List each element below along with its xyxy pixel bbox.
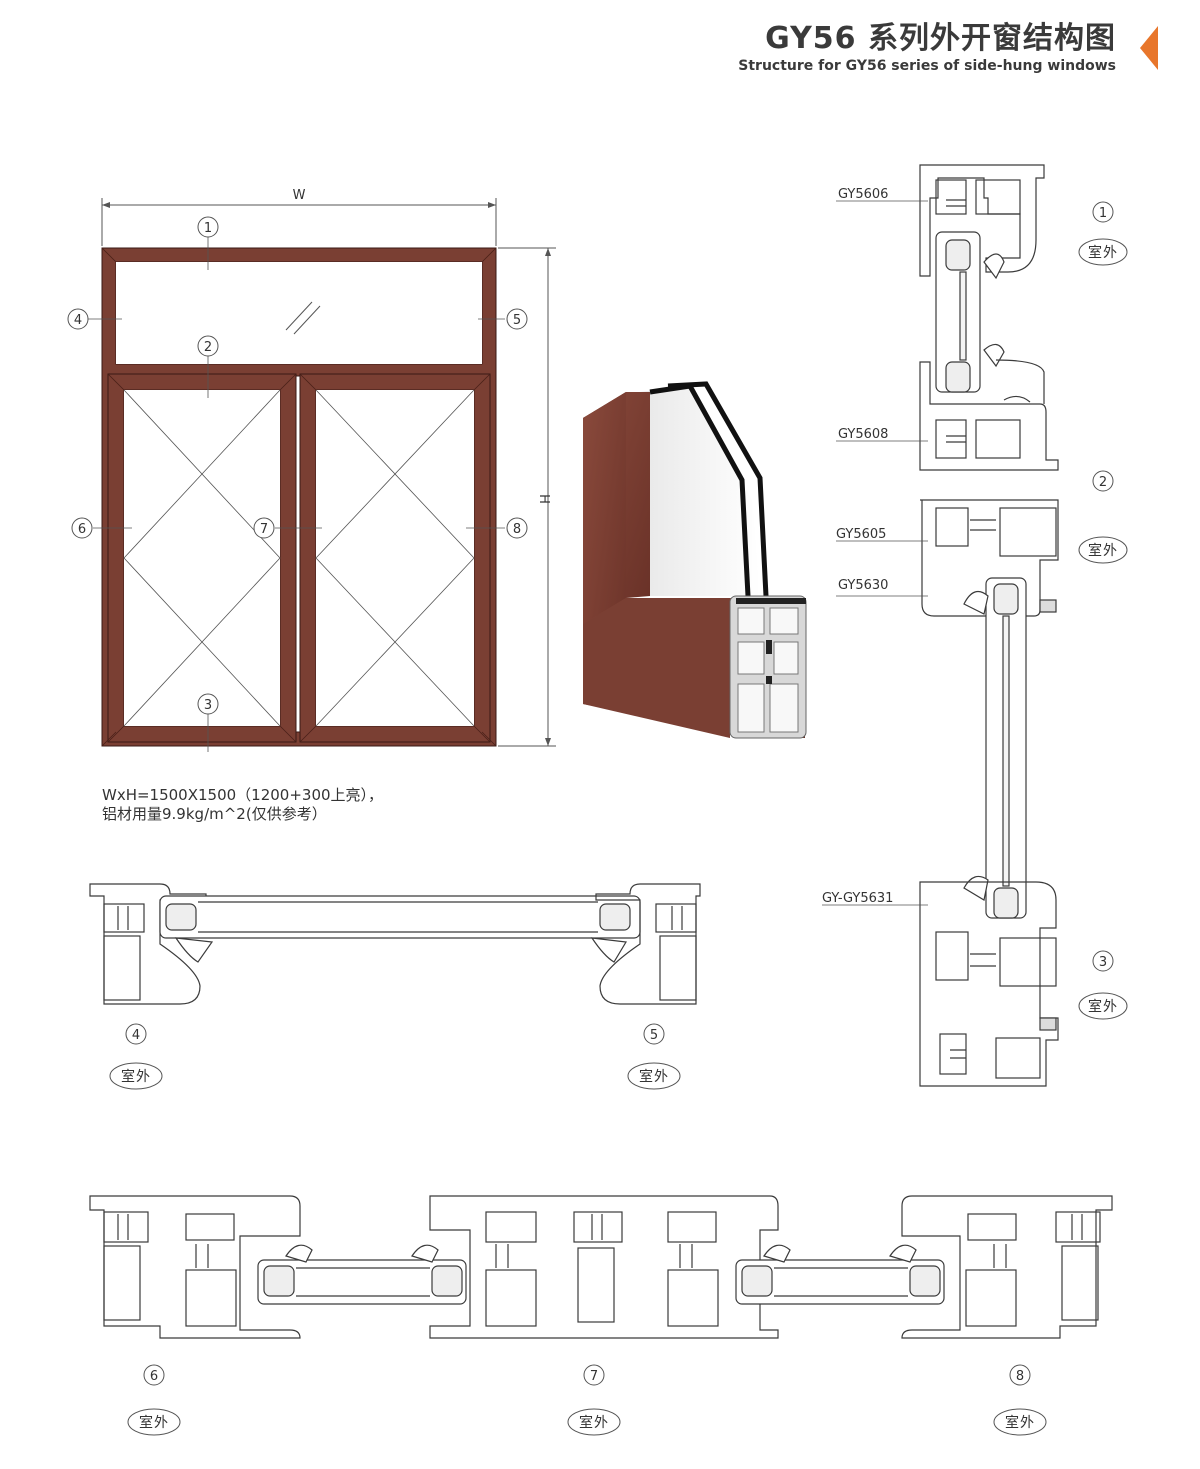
- horizontal-section-top-labels: 4 5 室外 室外: [109, 1023, 681, 1090]
- vsec-callout-3: 3: [1099, 955, 1107, 970]
- profile-3d-render: [583, 381, 807, 739]
- horizontal-section-top: [89, 883, 701, 1005]
- vertical-section-labels: GY5606 GY5608 GY5605 GY5630 GY-GY5631 1 …: [822, 187, 1128, 1020]
- elev-callout-8: 8: [513, 522, 521, 537]
- horizontal-section-bottom-labels: 6 7 8 室外 室外 室外: [127, 1364, 1047, 1436]
- elev-callout-7: 7: [260, 522, 268, 537]
- elev-callout-2: 2: [204, 340, 212, 355]
- width-label: W: [293, 188, 306, 203]
- hsec-bot-outside-6: 室外: [139, 1414, 169, 1431]
- vertical-section: [919, 164, 1059, 1087]
- spec-note-line2: 铝材用量9.9kg/m^2(仅供参考）: [102, 805, 327, 823]
- spec-note-line1: WxH=1500X1500（1200+300上亮），: [102, 786, 384, 804]
- elev-callout-5: 5: [513, 313, 521, 328]
- spec-note: WxH=1500X1500（1200+300上亮）， 铝材用量9.9kg/m^2…: [102, 786, 383, 824]
- hsec-bot-callout-7: 7: [590, 1369, 598, 1384]
- horizontal-section-bottom: [89, 1195, 1113, 1339]
- title-chinese: GY56 系列外开窗结构图: [765, 21, 1116, 56]
- hsec-top-callout-5: 5: [650, 1028, 658, 1043]
- elev-callout-6: 6: [78, 522, 86, 537]
- vsec-outside-3: 室外: [1088, 998, 1118, 1015]
- hsec-top-callout-4: 4: [132, 1028, 140, 1043]
- profile-gy5605: GY5605: [836, 527, 886, 542]
- profile-gy5608: GY5608: [838, 427, 888, 442]
- hsec-bot-outside-8: 室外: [1005, 1414, 1035, 1431]
- page-title: GY56 系列外开窗结构图 Structure for GY56 series …: [738, 21, 1116, 75]
- hsec-top-outside-4: 室外: [121, 1068, 151, 1085]
- profile-gy5630: GY5630: [838, 578, 888, 593]
- elev-callout-3: 3: [204, 698, 212, 713]
- orange-marker-icon: [1140, 26, 1158, 70]
- hsec-bot-callout-8: 8: [1016, 1369, 1024, 1384]
- elev-callout-1: 1: [204, 221, 212, 236]
- hsec-bot-outside-7: 室外: [579, 1414, 609, 1431]
- elev-callout-4: 4: [74, 313, 82, 328]
- vsec-outside-2: 室外: [1088, 542, 1118, 559]
- vsec-outside-1: 室外: [1088, 244, 1118, 261]
- window-elevation: W H: [67, 188, 556, 752]
- title-english: Structure for GY56 series of side-hung w…: [738, 58, 1116, 74]
- profile-gy-gy5631: GY-GY5631: [822, 891, 893, 906]
- vsec-callout-1: 1: [1099, 206, 1107, 221]
- hsec-top-outside-5: 室外: [639, 1068, 669, 1085]
- profile-gy5606: GY5606: [838, 187, 888, 202]
- vsec-callout-2: 2: [1099, 475, 1107, 490]
- height-label: H: [536, 494, 551, 504]
- hsec-bot-callout-6: 6: [150, 1369, 158, 1384]
